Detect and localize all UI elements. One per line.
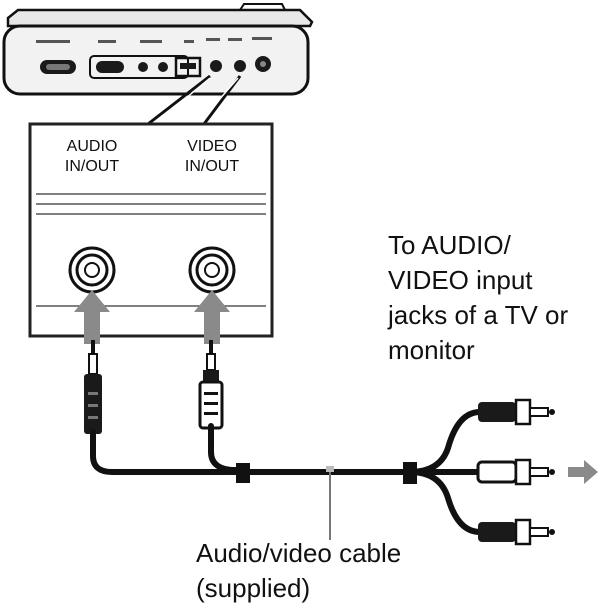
audio-mini-plug [84,340,102,434]
destination-label: To AUDIO/ VIDEO input jacks of a TV or m… [388,228,568,368]
player-audio-jack [210,60,222,72]
cable-clamp-right [403,462,417,484]
zoom-callout [147,74,242,126]
rca-plug-top [478,398,555,426]
cable-label-line-2: (supplied) [196,573,311,603]
cable-label: Audio/video cable (supplied) [196,536,401,606]
video-mini-plug [198,340,224,430]
audio-jack-socket [68,246,116,294]
player-usb-port [174,56,202,78]
player-lid-latch [239,3,286,11]
destination-label-line-1: To AUDIO/ [388,230,511,260]
player-usb-port-inner [180,63,196,69]
player-small-jack-1 [138,62,148,72]
video-jack-label-line-2: IN/OUT [184,158,240,175]
jack-panel-enlarged [28,122,274,344]
destination-label-line-4: monitor [388,335,475,365]
cable-clamp-left [236,463,250,483]
player-small-jack-2 [158,62,168,72]
portable-player [2,3,314,96]
player-video-jack [234,60,246,72]
player-switch-knob [46,64,70,70]
cable-label-line-1: Audio/video cable [196,538,402,568]
player-oval-port [96,61,124,73]
player-body [2,24,310,96]
destination-label-line-2: VIDEO input [388,265,533,295]
audio-jack-label: AUDIO IN/OUT [52,137,132,177]
rca-plug-middle [476,458,555,486]
video-jack-label: VIDEO IN/OUT [172,137,252,177]
player-lid [6,8,314,28]
audio-jack-label-line-1: AUDIO [66,138,118,155]
jack-panel-frame [28,122,274,338]
video-insert-arrow-icon [194,290,230,344]
video-jack-socket [188,246,236,294]
audio-jack-label-line-2: IN/OUT [64,158,120,175]
direction-arrow-icon [568,460,598,484]
video-jack-label-line-1: VIDEO [187,138,237,155]
destination-label-line-3: jacks of a TV or [388,300,569,330]
rca-plug-bottom [478,518,555,546]
av-cable [90,409,483,535]
player-port-labels [36,37,272,43]
audio-insert-arrow-icon [74,290,110,344]
